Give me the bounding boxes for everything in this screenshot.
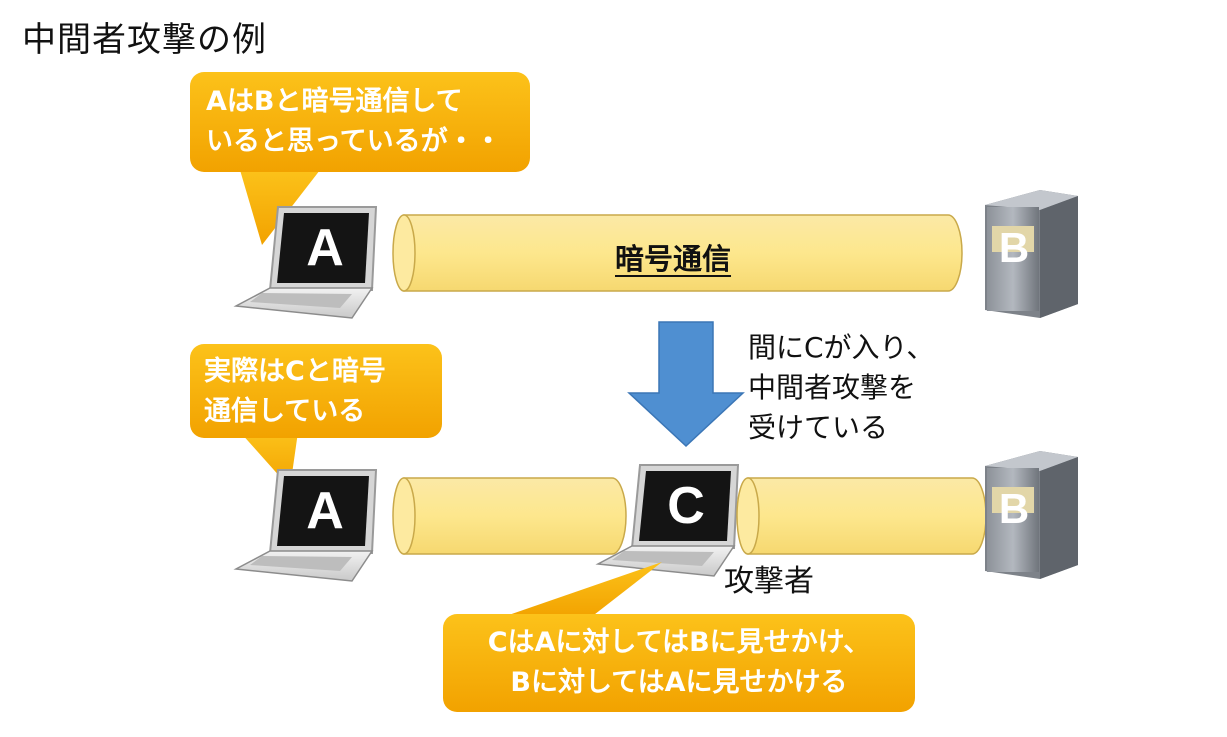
laptop-a-bottom	[233, 469, 378, 582]
encrypted-pipe-bottom-right	[736, 477, 987, 555]
down-arrow	[627, 321, 745, 448]
arrow-note-line2: 中間者攻撃を	[748, 371, 917, 404]
encrypted-comm-label: 暗号通信	[615, 242, 732, 276]
page-title: 中間者攻撃の例	[22, 20, 267, 60]
server-b-top	[985, 190, 1078, 318]
device-label-b-bottom: B	[998, 485, 1030, 532]
device-label-a-top: A	[306, 219, 344, 277]
mid-bubble-line2: 通信している	[204, 396, 366, 427]
arrow-note-line3: 受けている	[748, 411, 889, 444]
top-bubble-line1: AはBと暗号通信して	[206, 86, 463, 117]
bottom-speech-bubble	[443, 562, 915, 712]
mid-bubble-line1: 実際はCと暗号	[204, 356, 386, 387]
laptop-c-attacker	[595, 464, 740, 577]
attacker-label: 攻撃者	[724, 564, 814, 599]
encrypted-pipe-bottom-left	[392, 477, 627, 555]
device-label-c: C	[667, 477, 705, 535]
bottom-bubble-line2: Bに対してはAに見せかける	[510, 667, 848, 698]
server-b-bottom	[985, 451, 1078, 579]
encrypted-pipe-top	[392, 214, 963, 292]
arrow-note-line1: 間にCが入り、	[748, 331, 935, 364]
top-bubble-line2: いると思っているが・・	[206, 126, 502, 157]
device-label-a-bottom: A	[306, 482, 344, 540]
laptop-a-top	[233, 206, 378, 319]
bottom-bubble-line1: CはAに対してはBに見せかけ、	[487, 627, 871, 658]
device-label-b-top: B	[998, 224, 1030, 271]
